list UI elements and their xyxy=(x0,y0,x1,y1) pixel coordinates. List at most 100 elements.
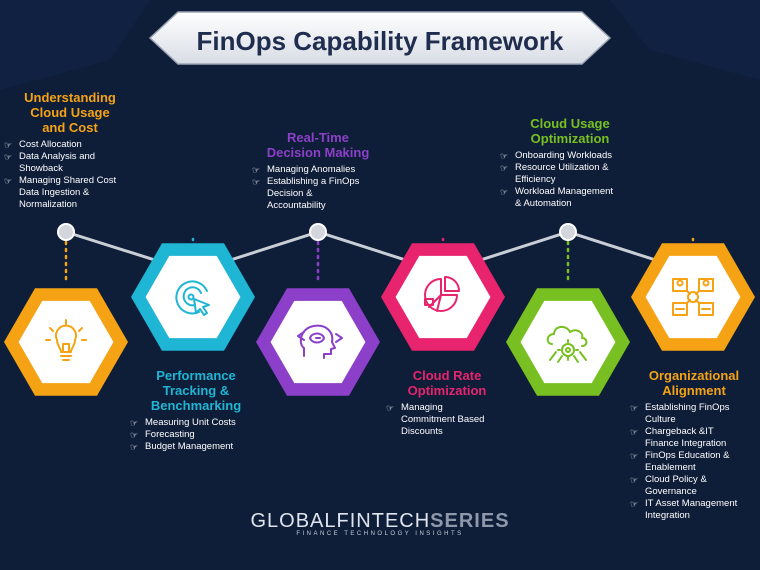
connector-node-3 xyxy=(309,223,327,241)
bullet-line: Normalization xyxy=(19,199,78,210)
bullet-item: ☞ Workload Management& Automation xyxy=(500,186,640,210)
heading-line: Tracking & xyxy=(162,383,230,398)
pointing-hand-icon: ☞ xyxy=(4,176,13,186)
bullet-line: & Automation xyxy=(515,198,572,209)
lightbulb-icon xyxy=(45,319,87,361)
pointing-hand-icon: ☞ xyxy=(630,475,639,485)
pointing-hand-icon: ☞ xyxy=(630,451,639,461)
bullet-item: ☞ Measuring Unit Costs xyxy=(130,417,262,429)
bullet-line: Data Ingestion & xyxy=(19,187,90,198)
capability-hexagon-5 xyxy=(506,288,630,396)
brand-logo: GLOBALFINTECHSERIES xyxy=(0,510,760,533)
bullet-line: Decision & xyxy=(267,188,313,199)
heading-line: Optimization xyxy=(530,131,610,146)
bullet-line: Establishing FinOps xyxy=(645,402,730,413)
bullet-line: Integration xyxy=(645,510,690,521)
heading-line: Cloud Rate xyxy=(412,368,482,383)
bullet-line: Resource Utilization & xyxy=(515,162,609,173)
pointing-hand-icon: ☞ xyxy=(4,140,13,150)
bullet-line: Workload Management xyxy=(515,186,614,197)
heading-line: Cloud Usage xyxy=(30,105,110,120)
bullet-line: IT Asset Management xyxy=(645,498,738,509)
decision-head-icon xyxy=(297,324,343,359)
bullet-line: Showback xyxy=(19,163,63,174)
connector-node-1 xyxy=(57,223,75,241)
bullet-item: ☞ Cloud Policy &Governance xyxy=(630,474,758,498)
bullet-line: Data Analysis and xyxy=(19,151,96,162)
heading-line: Alignment xyxy=(662,383,726,398)
target-cursor-icon xyxy=(175,280,210,316)
brand-part-2: SERIES xyxy=(430,510,510,532)
brand-part-1: GLOBALFINTECH xyxy=(250,510,431,532)
bullet-line: Establishing a FinOps xyxy=(267,176,360,187)
bullet-line: Managing Shared Cost xyxy=(19,175,117,186)
bullet-line: Forecasting xyxy=(145,429,195,440)
bullet-line: Budget Management xyxy=(145,441,234,452)
bullet-item: ☞ Cost Allocation xyxy=(4,139,136,151)
capability-hexagon-2 xyxy=(131,243,255,351)
capability-hexagon-6 xyxy=(631,243,755,351)
background-decor xyxy=(0,0,760,90)
heading-line: Decision Making xyxy=(266,145,370,160)
pointing-hand-icon: ☞ xyxy=(386,403,395,413)
heading-line: Real-Time xyxy=(287,130,349,145)
pointing-hand-icon: ☞ xyxy=(130,430,139,440)
capability-bullet-list: ☞Managing Anomalies☞ Establishing a FinOp… xyxy=(252,164,384,212)
pointing-hand-icon: ☞ xyxy=(130,418,139,428)
bullet-line: Efficiency xyxy=(515,174,556,185)
capability-hexagon-3 xyxy=(256,288,380,396)
bullet-line: Managing xyxy=(401,402,443,413)
bullet-item: ☞Managing Anomalies xyxy=(252,164,384,176)
bullet-line: Culture xyxy=(645,414,676,425)
bullet-line: Onboarding Workloads xyxy=(515,150,612,161)
bullet-line: Governance xyxy=(645,486,697,497)
heading-line: Understanding xyxy=(24,90,116,105)
brand-tagline: FINANCE TECHNOLOGY INSIGHTS xyxy=(296,531,464,537)
pointing-hand-icon: ☞ xyxy=(252,177,261,187)
heading-line: Cloud Usage xyxy=(530,116,610,131)
pie-chart-icon xyxy=(424,276,460,312)
pointing-hand-icon: ☞ xyxy=(630,427,639,437)
page-title: FinOps Capability Framework xyxy=(196,26,564,56)
bullet-item: ☞Resource Utilization &Efficiency xyxy=(500,162,640,186)
bullet-line: Chargeback &IT xyxy=(645,426,714,437)
heading-line: Organizational xyxy=(648,368,740,383)
heading-line: Performance xyxy=(156,368,236,383)
pointing-hand-icon: ☞ xyxy=(500,187,509,197)
heading-line: Optimization xyxy=(407,383,487,398)
bullet-item: ☞FinOps Education &Enablement xyxy=(630,450,758,474)
heading-line: and Cost xyxy=(42,120,98,135)
org-chart-icon xyxy=(672,278,714,316)
bullet-line: Measuring Unit Costs xyxy=(145,417,236,428)
pointing-hand-icon: ☞ xyxy=(630,403,639,413)
bullet-item: ☞ Forecasting xyxy=(130,429,262,441)
bullet-line: Discounts xyxy=(401,426,443,437)
bullet-line: Finance Integration xyxy=(645,438,727,449)
capability-bullet-list: ☞Onboarding Workloads☞Resource Utilizati… xyxy=(500,150,640,210)
bullet-item: ☞Onboarding Workloads xyxy=(500,150,640,162)
heading-line: Benchmarking xyxy=(150,398,242,413)
bullet-line: Cloud Policy & xyxy=(645,474,707,485)
bullet-line: Cost Allocation xyxy=(19,139,82,150)
bullet-item: ☞Budget Management xyxy=(130,441,262,453)
bullet-line: Managing Anomalies xyxy=(267,164,356,175)
